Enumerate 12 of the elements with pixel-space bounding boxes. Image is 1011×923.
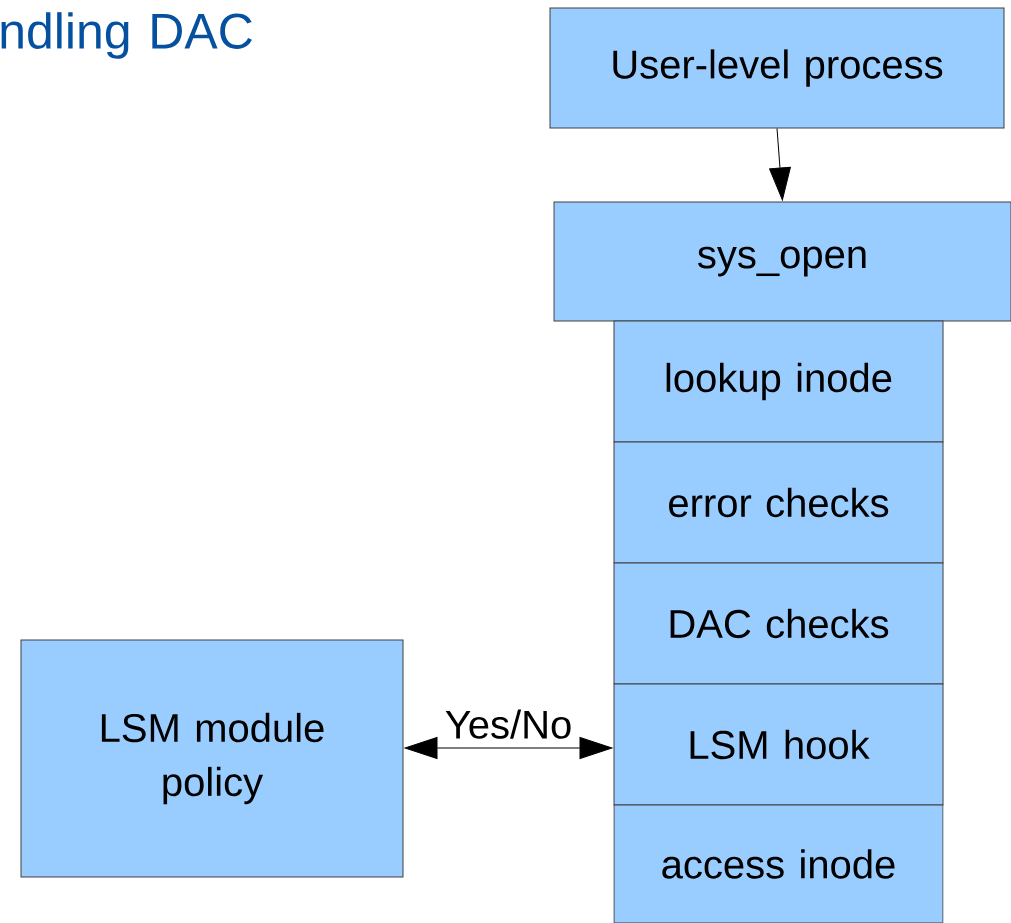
process-box: lookup inode xyxy=(613,320,944,443)
process-box: access inode xyxy=(613,804,944,923)
edge-label: Yes/No xyxy=(443,708,574,740)
process-box: sys_open xyxy=(553,201,1011,322)
arrow xyxy=(404,737,613,759)
arrow xyxy=(769,128,791,201)
process-box: LSM hook xyxy=(613,683,944,806)
process-box: LSM module policy xyxy=(20,639,404,878)
process-box: error checks xyxy=(613,441,944,564)
slide-title: ndling DAC xyxy=(1,12,252,59)
process-box: DAC checks xyxy=(613,562,944,685)
process-box: User-level process xyxy=(549,7,1005,129)
